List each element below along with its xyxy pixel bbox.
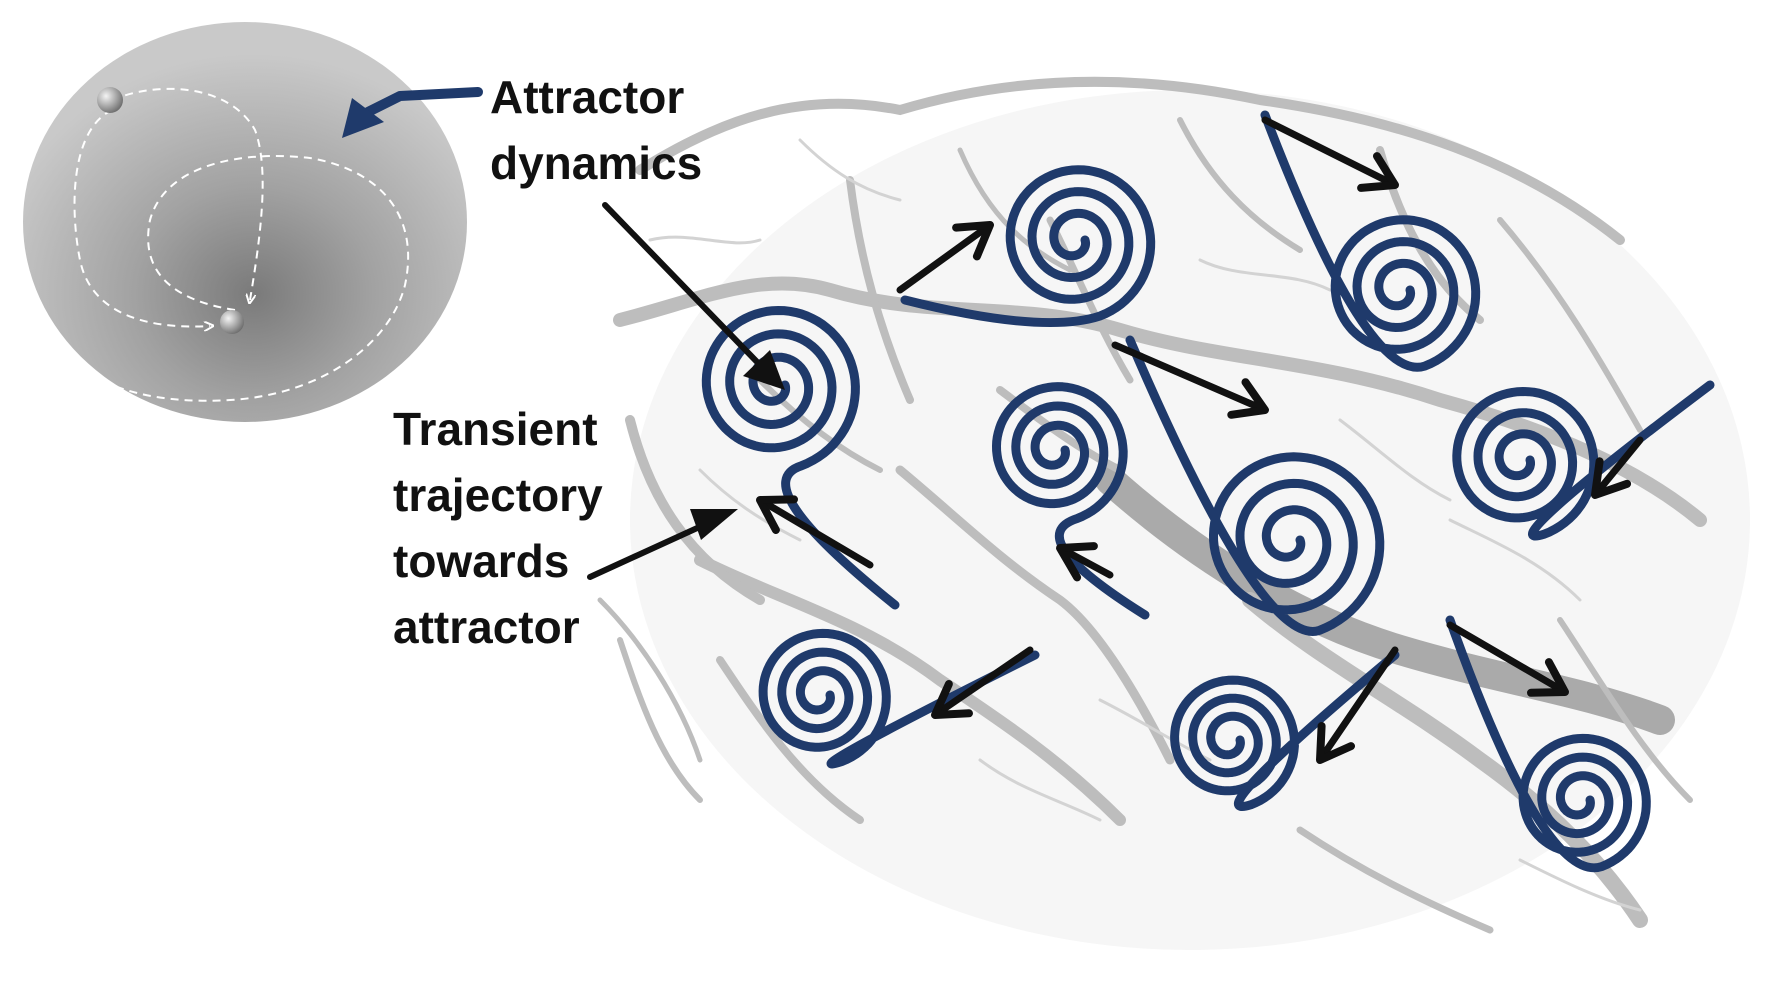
spiral-5 [1125, 335, 1385, 636]
transient-label-line3: towards [393, 535, 570, 587]
flow-arrow-3 [1111, 341, 1269, 414]
attractor-spirals [701, 110, 1715, 873]
transient-trajectory-label: Transient trajectory towards attractor [393, 396, 603, 660]
label-pointer-arrows [587, 202, 785, 580]
transient-label-line1: Transient [393, 403, 598, 455]
flow-arrow-2 [1261, 116, 1399, 189]
flow-arrow-7 [931, 646, 1034, 719]
flow-arrow-head-4 [1591, 457, 1632, 499]
flow-arrow-head-3 [1227, 378, 1269, 419]
flow-arrow-head-9 [1527, 658, 1569, 697]
trajectory-arrows [756, 116, 1644, 764]
spiral-4 [992, 382, 1150, 620]
flow-arrow-head-8 [1316, 722, 1355, 764]
flow-arrow-head-2 [1357, 152, 1399, 192]
spiral-9 [1445, 615, 1651, 873]
ball-attractor [220, 310, 244, 334]
pointer-arrow-attractor [602, 202, 763, 368]
transient-label-line4: attractor [393, 601, 580, 653]
flow-arrow-6 [756, 496, 874, 569]
flow-arrow-5 [1056, 544, 1114, 579]
spiral-6 [1452, 380, 1715, 541]
transient-label-line2: trajectory [393, 469, 603, 521]
spiral-7 [758, 628, 1040, 769]
spiral-3 [1260, 110, 1481, 372]
flow-arrow-1 [896, 221, 994, 294]
pointer-arrow-attractor-head [743, 350, 785, 390]
flow-arrow-head-7 [931, 680, 973, 719]
attractor-dynamics-label: Attractor dynamics [490, 64, 702, 196]
pointer-arrow-transient [587, 521, 709, 580]
flow-arrow-head-6 [756, 495, 798, 534]
flow-arrow-head-5 [1056, 542, 1098, 582]
attractor-label-line1: Attractor [490, 71, 685, 123]
attractor-basin-inset [23, 22, 467, 422]
callout-arrow-head [342, 98, 384, 138]
attractor-label-line2: dynamics [490, 137, 703, 189]
flow-arrow-9 [1446, 621, 1569, 696]
ball-start [97, 87, 123, 113]
pointer-arrow-transient-head [690, 509, 738, 540]
spiral-2 [900, 165, 1156, 328]
callout-arrow [363, 87, 483, 117]
spiral-8 [1170, 650, 1400, 811]
flow-arrow-head-1 [952, 221, 994, 261]
flow-arrow-4 [1591, 436, 1644, 499]
flow-arrow-8 [1316, 646, 1399, 764]
